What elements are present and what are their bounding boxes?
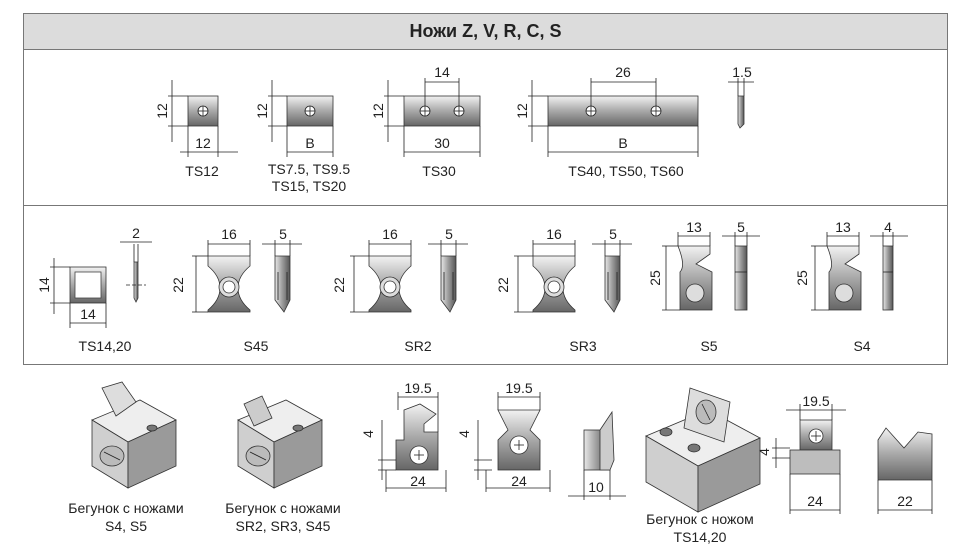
- d2-dim-bottom: 24: [511, 473, 527, 489]
- d4-dim-bottom: 24: [807, 493, 823, 509]
- s5-dim-w: 13: [686, 219, 702, 235]
- s5-dim-t: 5: [737, 219, 745, 235]
- ts1420-dim-t: 2: [132, 225, 140, 241]
- s45-dim-t: 5: [279, 226, 287, 242]
- ts30-dim-top: 14: [434, 64, 450, 80]
- s4-dim-t: 4: [884, 219, 892, 235]
- ts1420-dim-w: 14: [80, 306, 96, 322]
- slider-drawing-2: [474, 392, 551, 492]
- ts7-dim-h: 12: [254, 103, 270, 119]
- sr3-label: SR3: [569, 338, 596, 354]
- slider-drawing-1: [378, 392, 447, 492]
- sr3-dim-t: 5: [609, 226, 617, 242]
- d4-dim-side: 4: [756, 448, 772, 456]
- section-header: Ножи Z, V, R, C, S: [23, 13, 948, 50]
- panel-row2: [23, 205, 948, 365]
- sr3-dim-h: 22: [495, 277, 511, 293]
- s45-dim-w: 16: [221, 226, 237, 242]
- ts12-dim-h: 12: [154, 103, 170, 119]
- slider2-caption-2: SR2, SR3, S45: [236, 518, 331, 534]
- slider-iso-3: [645, 387, 761, 513]
- sr3-dim-w: 16: [546, 226, 562, 242]
- d2-dim-top: 19.5: [505, 380, 532, 396]
- ts7-label-2: TS15, TS20: [272, 178, 347, 194]
- d5-dim-bottom: 22: [897, 493, 913, 509]
- ts1420-label: TS14,20: [79, 338, 132, 354]
- knife-ts12: [168, 80, 238, 157]
- slider-iso-1: [91, 381, 177, 489]
- knife-ts30: [384, 78, 481, 157]
- ts7-dim-w: B: [305, 135, 314, 151]
- d4-dim-top: 19.5: [802, 393, 829, 409]
- slider1-caption-2: S4, S5: [105, 518, 147, 534]
- s45-label: S45: [244, 338, 269, 354]
- d1-dim-bottom: 24: [410, 473, 426, 489]
- ts12-dim-w: 12: [195, 135, 211, 151]
- d3-dim-bottom: 10: [588, 479, 604, 495]
- slider1-caption-1: Бегунок с ножами: [68, 500, 183, 516]
- knife-s45: [192, 240, 302, 313]
- ts40-dim-top: 26: [615, 64, 631, 80]
- s4-dim-w: 13: [835, 219, 851, 235]
- ts1420-dim-h: 14: [36, 277, 52, 293]
- ts30-dim-w: 30: [434, 135, 450, 151]
- knife-side-view: [728, 78, 754, 129]
- slider-drawing-5: [877, 427, 933, 514]
- ts40-dim-w: B: [618, 135, 627, 151]
- knife-ts7: [268, 80, 334, 157]
- knife-s4: [811, 232, 908, 311]
- slider2-caption-1: Бегунок с ножами: [225, 500, 340, 516]
- sr2-dim-t: 5: [445, 226, 453, 242]
- slider-iso-2: [237, 395, 323, 489]
- knife-sr2: [350, 240, 468, 313]
- s5-label: S5: [700, 338, 717, 354]
- slider3-caption-1: Бегунок с ножом: [646, 511, 754, 527]
- knife-ts1420: [50, 241, 152, 328]
- side-dim-t: 1.5: [732, 64, 752, 80]
- slider-drawing-3: [568, 410, 626, 500]
- section-title: Ножи Z, V, R, C, S: [409, 21, 562, 41]
- slider3-caption-2: TS14,20: [674, 529, 727, 545]
- sr2-label: SR2: [404, 338, 431, 354]
- d2-dim-side: 4: [456, 430, 472, 438]
- ts12-label: TS12: [185, 163, 219, 179]
- knife-ts40: [528, 78, 699, 157]
- sr2-dim-h: 22: [331, 277, 347, 293]
- ts30-label: TS30: [422, 163, 456, 179]
- s4-dim-h: 25: [794, 270, 810, 286]
- s5-dim-h: 25: [647, 270, 663, 286]
- slider-drawing-4: [772, 404, 846, 514]
- s4-label: S4: [853, 338, 870, 354]
- d1-dim-side: 4: [360, 430, 376, 438]
- s45-dim-h: 22: [170, 277, 186, 293]
- ts40-label: TS40, TS50, TS60: [568, 163, 684, 179]
- knife-sr3: [514, 240, 632, 313]
- ts30-dim-h: 12: [370, 103, 386, 119]
- ts40-dim-h: 12: [514, 103, 530, 119]
- knife-s5: [662, 232, 760, 311]
- d1-dim-top: 19.5: [404, 380, 431, 396]
- sr2-dim-w: 16: [382, 226, 398, 242]
- ts7-label-1: TS7.5, TS9.5: [268, 161, 350, 177]
